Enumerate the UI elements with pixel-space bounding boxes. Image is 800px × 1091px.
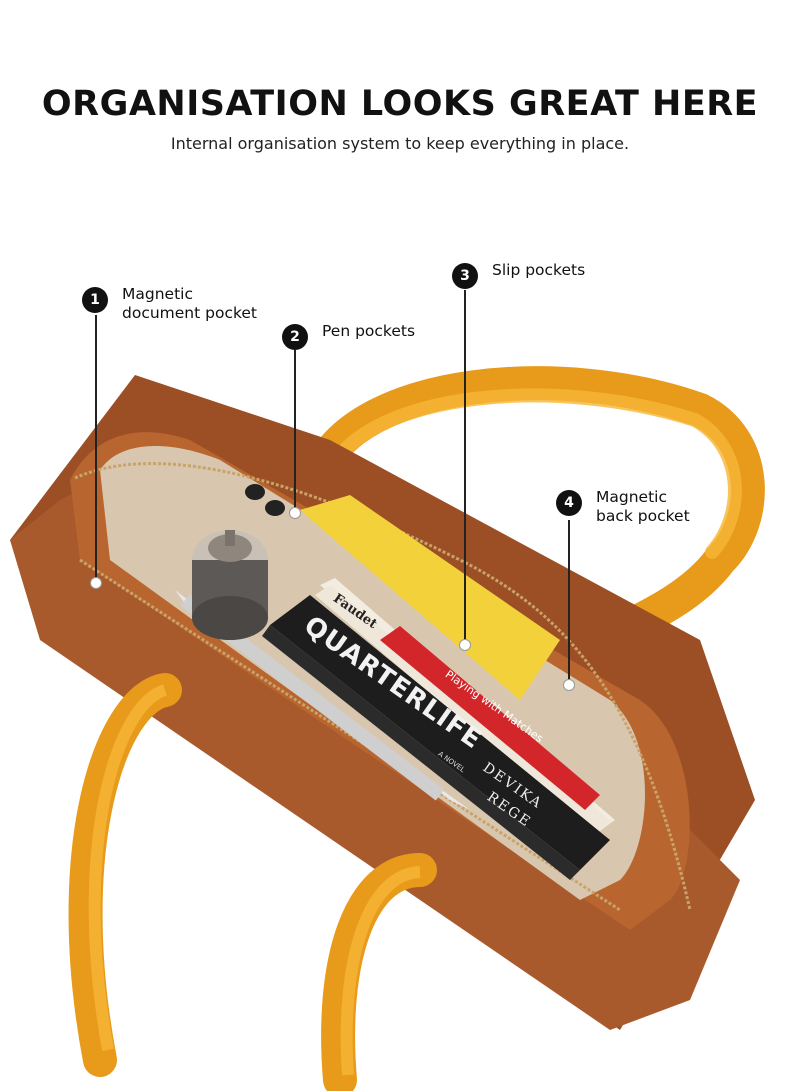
callout-pen-pockets: 2 Pen pockets	[282, 322, 416, 350]
leader-line-4	[568, 520, 570, 680]
callout-label-4: Magnetic back pocket	[596, 488, 690, 525]
leader-line-1	[95, 315, 97, 580]
callout-label-1: Magnetic document pocket	[122, 285, 258, 322]
zipper	[74, 462, 692, 911]
marker-dot-2	[289, 507, 301, 519]
water-bottle	[192, 530, 268, 640]
marker-dot-1	[90, 577, 102, 589]
page-subtitle: Internal organisation system to keep eve…	[170, 134, 630, 153]
pens	[245, 484, 285, 516]
callout-badge-4: 4	[556, 490, 582, 516]
callout-back-pocket: 4 Magnetic back pocket	[556, 488, 690, 526]
callout-slip-pockets: 3 Slip pockets	[452, 261, 586, 289]
leader-line-2	[294, 350, 296, 510]
callout-document-pocket: 1 Magnetic document pocket	[82, 285, 258, 323]
callout-label-3: Slip pockets	[492, 261, 586, 279]
back-strap	[303, 366, 765, 657]
page-title: ORGANISATION LOOKS GREAT HERE	[41, 84, 759, 124]
yellow-notebook	[300, 495, 560, 700]
callout-badge-2: 2	[282, 324, 308, 350]
callout-badge-1: 1	[82, 287, 108, 313]
callout-badge-3: 3	[452, 263, 478, 289]
marker-dot-3	[459, 639, 471, 651]
callout-label-2: Pen pockets	[322, 322, 416, 340]
marker-dot-4	[563, 679, 575, 691]
red-book	[315, 578, 615, 835]
leader-line-3	[464, 290, 466, 640]
black-book	[262, 595, 610, 880]
